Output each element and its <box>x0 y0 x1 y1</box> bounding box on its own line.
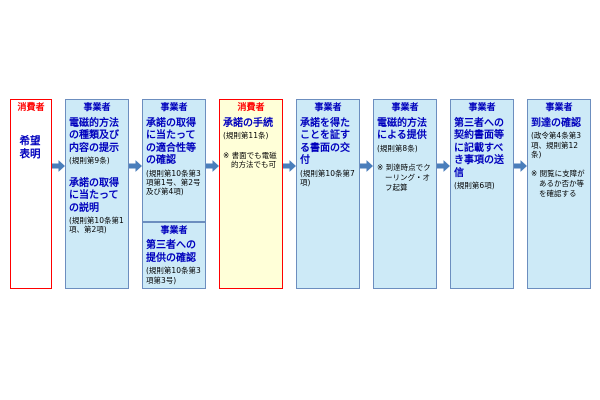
step-box: 事業者 電磁的方法の種類及び内容の提示 (規則第9条) 承諾の取得に当たっての説… <box>65 99 129 289</box>
flow-connector <box>360 99 373 173</box>
step-confirmation-group: 事業者 承諾の取得に当たっての適合性等の確認 (規則第10条第3項第1号、第2号… <box>142 99 206 289</box>
step-title: 承諾の取得に当たっての説明 <box>69 177 119 214</box>
step-thirdparty-document-transmission: 事業者 第三者への契約書面等に記載すべき事項の送信 (規則第6項) <box>450 99 514 289</box>
flow-connector <box>437 99 450 173</box>
step-box: 事業者 電磁的方法による提供 (規則第8条) ※ 到達時点でクーリング・オフ起算 <box>373 99 437 289</box>
regulation-ref: (規則第9条) <box>69 156 110 166</box>
actor-label: 消費者 <box>17 103 45 113</box>
flow-connector <box>52 99 65 173</box>
arrow-right-icon <box>360 160 373 172</box>
step-thirdparty-provision-check: 事業者 第三者への提供の確認 (規則第10条第3項第3号) <box>142 221 206 289</box>
step-title: 希望表明 <box>19 134 41 160</box>
step-title: 承諾の手続 <box>223 117 273 129</box>
step-title: 第三者への契約書面等に記載すべき事項の送信 <box>454 117 504 179</box>
step-box: 事業者 第三者への契約書面等に記載すべき事項の送信 (規則第6項) <box>450 99 514 289</box>
step-title: 電磁的方法による提供 <box>377 117 427 142</box>
actor-label: 事業者 <box>314 103 342 113</box>
regulation-ref: (規則第6項) <box>454 181 495 191</box>
regulation-ref: (規則第10条第3項第1号、第2号及び第4項) <box>146 168 201 197</box>
regulation-ref: (政令第4条第3項、規則第12条) <box>531 131 581 159</box>
step-method-presentation: 事業者 電磁的方法の種類及び内容の提示 (規則第9条) 承諾の取得に当たっての説… <box>65 99 129 289</box>
arrow-right-icon <box>52 160 65 172</box>
actor-label: 事業者 <box>545 103 573 113</box>
regulation-ref: (規則第8条) <box>377 143 418 153</box>
step-suitability-check: 事業者 承諾の取得に当たっての適合性等の確認 (規則第10条第3項第1号、第2号… <box>142 99 206 222</box>
step-note: ※ 書面でも電磁的方法でも可 <box>223 150 277 170</box>
step-note: ※ 閲覧に支障があるか否か等を確認する <box>531 169 585 198</box>
regulation-ref: (規則第10条第1項、第2項) <box>69 216 124 235</box>
step-title: 到達の確認 <box>531 117 581 129</box>
step-box: 消費者 希望表明 <box>10 99 52 289</box>
step-title: 承諾の取得に当たっての適合性等の確認 <box>146 117 196 167</box>
process-flow: 消費者 希望表明 事業者 電磁的方法の種類及び内容の提示 (規則第9条) 承諾の… <box>10 99 591 289</box>
step-box: 事業者 到達の確認 (政令第4条第3項、規則第12条) ※ 閲覧に支障があるか否… <box>527 99 591 289</box>
actor-label: 事業者 <box>83 103 111 113</box>
flow-connector <box>514 99 527 173</box>
step-consent-procedure: 消費者 承諾の手続 (規則第11条) ※ 書面でも電磁的方法でも可 <box>219 99 283 289</box>
step-title: 第三者への提供の確認 <box>146 240 196 264</box>
regulation-ref: (規則第10条第3項第3号) <box>146 266 201 285</box>
step-box: 事業者 承諾を得たことを証する書面の交付 (規則第10条第7項) <box>296 99 360 289</box>
actor-label: 消費者 <box>237 103 265 113</box>
arrow-right-icon <box>206 160 219 172</box>
regulation-ref: (規則第11条) <box>223 131 269 141</box>
arrow-right-icon <box>283 160 296 172</box>
actor-label: 事業者 <box>391 103 419 113</box>
step-title: 電磁的方法の種類及び内容の提示 <box>69 117 119 154</box>
arrow-right-icon <box>129 160 142 172</box>
step-arrival-confirmation: 事業者 到達の確認 (政令第4条第3項、規則第12条) ※ 閲覧に支障があるか否… <box>527 99 591 289</box>
flow-connector <box>129 99 142 173</box>
step-note: ※ 到達時点でクーリング・オフ起算 <box>377 163 431 192</box>
regulation-ref: (規則第10条第7項) <box>300 168 355 188</box>
actor-label: 事業者 <box>160 225 188 236</box>
step-consumer-intent: 消費者 希望表明 <box>10 99 52 289</box>
step-title: 承諾を得たことを証する書面の交付 <box>300 117 350 167</box>
arrow-right-icon <box>437 160 450 172</box>
step-box: 消費者 承諾の手続 (規則第11条) ※ 書面でも電磁的方法でも可 <box>219 99 283 289</box>
actor-label: 事業者 <box>160 103 188 113</box>
block-gap <box>69 166 125 175</box>
step-electronic-provision: 事業者 電磁的方法による提供 (規則第8条) ※ 到達時点でクーリング・オフ起算 <box>373 99 437 289</box>
step-consent-document-delivery: 事業者 承諾を得たことを証する書面の交付 (規則第10条第7項) <box>296 99 360 289</box>
flow-connector <box>283 99 296 173</box>
arrow-right-icon <box>514 160 527 172</box>
actor-label: 事業者 <box>468 103 496 113</box>
flow-connector <box>206 99 219 173</box>
